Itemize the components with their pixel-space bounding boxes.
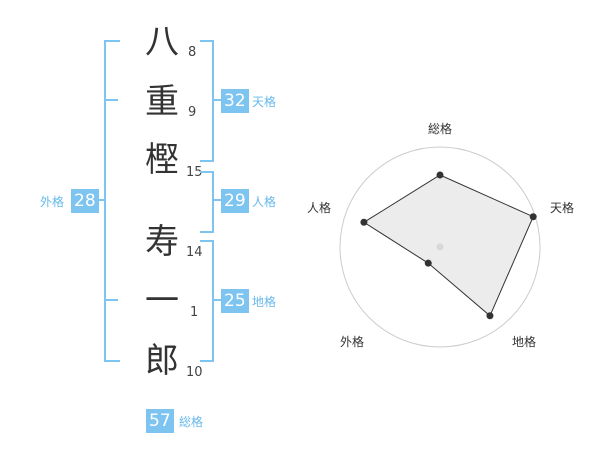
chikaku-value: 25 [221,289,249,313]
tenkaku-value: 32 [221,89,249,113]
stroke-count-1: 8 [188,45,197,60]
radar-center [436,243,444,251]
jinkaku-label: 人格 [252,195,277,209]
radar-point-4 [360,218,368,226]
separator-tick-1 [104,99,118,101]
radar-axis-label-tenkaku: 天格 [550,201,575,215]
radar-axis-label-jinkaku: 人格 [307,201,332,215]
jinkaku-bracket [200,171,214,233]
radar-axis-label-soukaku: 総格 [428,122,453,136]
soukaku-value: 57 [146,409,174,433]
stroke-count-5: 1 [190,305,199,320]
chikaku-bracket [200,240,214,362]
gaikaku-bracket [104,40,120,362]
name-char-1: 八 [145,22,179,62]
name-char-6: 郎 [145,341,179,381]
gaikaku-value: 28 [71,189,99,213]
stroke-count-2: 9 [188,105,197,120]
tenkaku-bracket-tick [214,99,222,101]
gaikaku-label: 外格 [40,195,65,209]
radar-point-3 [424,259,432,267]
stroke-count-3: 15 [186,165,203,180]
radar-value-polygon [362,174,534,317]
chikaku-label: 地格 [252,295,277,309]
name-char-4: 寿 [145,222,179,262]
soukaku-label: 総格 [179,415,204,429]
jinkaku-value: 29 [221,189,249,213]
stroke-count-6: 10 [186,365,203,380]
stroke-count-4: 14 [186,245,203,260]
radar-axis-label-chikaku: 地格 [512,335,537,349]
tenkaku-bracket [200,40,214,162]
name-char-5: 一 [145,281,179,321]
radar-point-2 [486,312,494,320]
jinkaku-bracket-tick [214,199,222,201]
radar-point-0 [436,171,444,179]
name-char-2: 重 [145,82,179,122]
separator-tick-2 [104,299,118,301]
radar-axis-label-gaikaku: 外格 [340,335,365,349]
chikaku-bracket-tick [214,299,222,301]
radar-point-1 [529,213,537,221]
name-char-3: 樫 [145,140,179,180]
tenkaku-label: 天格 [252,95,277,109]
